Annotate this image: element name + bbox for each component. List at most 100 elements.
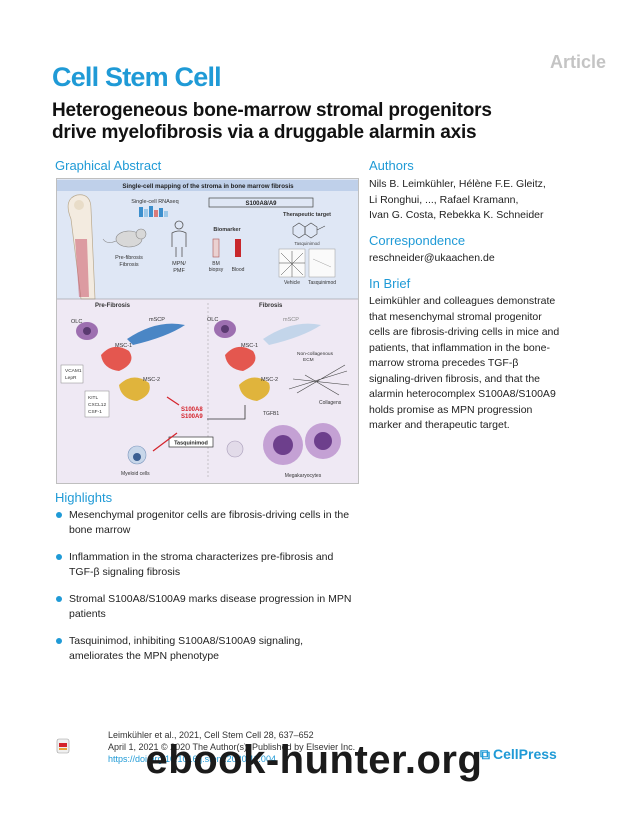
s100-box-label: S100A8/A9 [245, 201, 277, 207]
authors-line-2: Li Ronghui, ..., Rafael Kramann, [369, 193, 519, 206]
olc-label-right: OLC [207, 317, 218, 323]
in-brief-line: alarmin heterocomplex S100A8/S100A9 [369, 388, 556, 400]
fibrosis-heading: Fibrosis [259, 303, 283, 309]
in-brief-line: marker and therapeutic target. [369, 419, 510, 431]
blood-tube-icon [235, 239, 241, 257]
s100a8-label: S100A8 [181, 407, 203, 413]
in-brief-line: holds promise as MPN progression [369, 403, 533, 416]
highlight-line: bone marrow [69, 524, 131, 536]
in-brief-line: marrow stroma precedes TGF-β [369, 357, 519, 369]
tgfb1-label: TGFB1 [263, 411, 279, 417]
msc2-label-left: MSC-2 [143, 377, 160, 383]
myeloid-cells-label: Myeloid cells [121, 471, 150, 477]
doi-link[interactable]: https://doi.org/10.1016/j.stem.2020.11.0… [108, 754, 276, 764]
in-brief-line: patients, that inflammation in the bone- [369, 341, 550, 354]
s100-box [208, 197, 314, 208]
bullet-icon [56, 512, 62, 518]
olc-nucleus-right [221, 325, 229, 333]
cellpress-logo: ⧉CellPress [480, 746, 557, 763]
olc-label-left: OLC [71, 319, 82, 325]
in-brief-line: cells are fibrosis-driving cells in mice… [369, 326, 560, 338]
bm-label-2: biopsy [209, 267, 224, 273]
in-brief-line: that mesenchymal stromal progenitor [369, 310, 542, 323]
highlight-item: Mesenchymal progenitor cells are fibrosi… [55, 508, 355, 538]
msc1-label-left: MSC-1 [115, 343, 132, 349]
tasquinimod-label: Tasquinimod [308, 280, 336, 286]
cellpress-text: CellPress [493, 746, 557, 762]
correspondence-email[interactable]: reschneider@ukaachen.de [369, 252, 495, 264]
correspondence-heading: Correspondence [369, 233, 466, 248]
in-brief-text: Leimkühler and colleagues demonstrate th… [369, 294, 559, 434]
title-line-2: drive myelofibrosis via a druggable alar… [52, 122, 477, 143]
bullet-icon [56, 596, 62, 602]
in-brief-line: Leimkühler and colleagues demonstrate [369, 295, 556, 307]
blood-label: Blood [232, 267, 245, 273]
article-title: Heterogeneous bone-marrow stromal progen… [52, 100, 572, 144]
graphical-abstract-illustration: Single-cell mapping of the stroma in bon… [57, 179, 358, 483]
journal-logo: Cell Stem Cell [52, 62, 222, 92]
highlight-item: Tasquinimod, inhibiting S100A8/S100A9 si… [55, 634, 355, 664]
cellpress-mark-icon: ⧉ [480, 746, 490, 762]
highlight-line: TGF-β signaling fibrosis [69, 566, 181, 578]
title-line-1: Heterogeneous bone-marrow stromal progen… [52, 100, 492, 121]
arrow-myeloid-to-s100 [152, 432, 178, 452]
ga-banner-text: Single-cell mapping of the stroma in bon… [122, 183, 294, 190]
tasquinimod-box [168, 436, 214, 448]
collagens-label: Collagens [319, 400, 342, 406]
tasquinimod-box-label: Tasquinimod [174, 441, 208, 447]
csf1-label: CSF-1 [88, 409, 102, 415]
lepr-label: LepR [65, 375, 77, 381]
ga-top-panel-bg [57, 179, 358, 299]
highlights-heading: Highlights [55, 490, 113, 505]
biomarker-label: Biomarker [213, 227, 241, 233]
cxcl12-label: CXCL12 [88, 402, 106, 408]
highlight-line: Tasquinimod, inhibiting S100A8/S100A9 si… [69, 635, 304, 647]
arrow-msc2-to-s100 [166, 396, 180, 406]
highlights-list: Mesenchymal progenitor cells are fibrosi… [55, 508, 355, 676]
s100a9-label: S100A9 [181, 414, 203, 420]
mpn-label-1: MPN/ [172, 261, 186, 267]
olc-nucleus-left [83, 327, 91, 335]
mscp-cell-left [127, 323, 185, 345]
vcam1-label: VCAM1 [65, 368, 82, 374]
vehicle-label: Vehicle [284, 280, 300, 286]
bone-icon [67, 194, 96, 300]
myeloid-cell-right [226, 440, 244, 458]
check-for-updates-icon[interactable] [56, 738, 70, 754]
highlight-line: Mesenchymal progenitor cells are fibrosi… [69, 509, 350, 521]
human-icon [171, 220, 187, 257]
therapeutic-target-label: Therapeutic target [283, 212, 331, 218]
citation-line: Leimkühler et al., 2021, Cell Stem Cell … [108, 730, 314, 740]
megakaryocytes-label: Megakaryocytes [285, 473, 322, 479]
graphical-abstract-figure: Single-cell mapping of the stroma in bon… [56, 178, 359, 484]
kitl-label: KITL [88, 395, 98, 401]
arrow-s100-to-tgfb1 [207, 405, 246, 420]
authors-list: Nils B. Leimkühler, Hélène F.E. Gleitz, … [369, 177, 546, 224]
tasquinimod-small-label: Tasquinimod [294, 241, 320, 246]
pre-fibrosis-heading: Pre-Fibrosis [95, 303, 131, 309]
highlight-line: ameliorates the MPN phenotype [69, 650, 219, 662]
prefibrosis-label-1: Pre-fibrosis [115, 255, 143, 261]
scrnaseq-heatmap-icon [139, 206, 168, 217]
msc1-label-right: MSC-1 [241, 343, 258, 349]
highlight-line: patients [69, 608, 106, 620]
bm-label-1: BM [212, 261, 220, 267]
msc2-label-right: MSC-2 [261, 377, 278, 383]
graphical-abstract-heading: Graphical Abstract [55, 158, 162, 173]
citation-footer: Leimkühler et al., 2021, Cell Stem Cell … [108, 729, 355, 765]
megakaryocytes-icon [263, 423, 341, 465]
authors-line-3: Ivan G. Costa, Rebekka K. Schneider [369, 209, 544, 221]
tasquinimod-fibers [312, 258, 332, 268]
bullet-icon [56, 554, 62, 560]
highlight-line: Inflammation in the stroma characterizes… [69, 551, 334, 563]
article-type-tag: Article [549, 52, 606, 72]
in-brief-heading: In Brief [369, 276, 411, 291]
vehicle-fibers [279, 251, 305, 277]
bullet-icon [56, 638, 62, 644]
msc1-cell-left [101, 346, 132, 371]
highlight-item: Inflammation in the stroma characterizes… [55, 550, 355, 580]
marker-box-1 [60, 364, 84, 384]
molecule-icon [292, 222, 326, 239]
mscp-label-left: mSCP [149, 317, 165, 323]
prefibrosis-label-2: Fibrosis [119, 262, 139, 268]
